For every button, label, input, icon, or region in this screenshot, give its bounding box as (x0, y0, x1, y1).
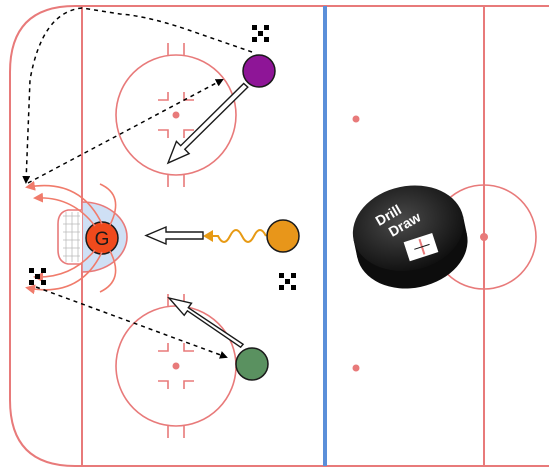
shot-arrow-orange (144, 225, 204, 246)
goalie-token (85, 221, 119, 255)
drilldraw-logo: Drill Draw (352, 185, 468, 289)
player-orange[interactable] (266, 219, 300, 253)
neutral-dot-top (352, 115, 360, 123)
neutral-dot-bottom (352, 364, 360, 372)
dashed-pass-bottom (35, 286, 228, 359)
skate-path-orange (210, 229, 267, 243)
pucks-left (29, 268, 46, 285)
dashed-pass-diagonal (27, 79, 224, 184)
goalie[interactable]: G (85, 221, 119, 255)
goalie-movement-arcs (25, 180, 117, 295)
faceoff-dot-bottom (172, 362, 180, 370)
player-purple[interactable] (242, 54, 276, 88)
skate-path-arrowhead (203, 230, 213, 242)
pucks-top (252, 25, 269, 42)
faceoff-dot-top (172, 111, 180, 119)
player-green[interactable] (235, 347, 269, 381)
shot-arrow-purple (166, 82, 249, 165)
shot-arrow-green (167, 296, 245, 349)
goalie-label: G (95, 229, 110, 250)
pucks-middle (279, 273, 296, 290)
rink-boards (9, 5, 549, 467)
dashed-pass-boards (22, 7, 253, 184)
center-dot (480, 233, 488, 241)
goal-net (57, 209, 82, 265)
